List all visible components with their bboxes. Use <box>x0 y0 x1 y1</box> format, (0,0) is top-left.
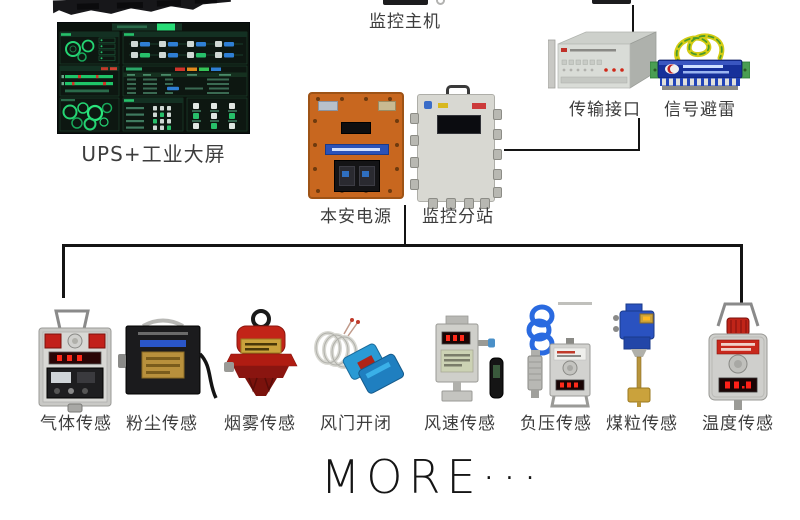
negative-pressure-sensor-label: 负压传感 <box>520 414 592 434</box>
host-device-fragment <box>383 0 428 5</box>
gas-sensor-label: 气体传感 <box>40 414 112 434</box>
connector-bus-right-drop <box>740 244 743 304</box>
temperature-sensor-label: 温度传感 <box>702 414 774 434</box>
air-door-sensor-label: 风门开闭 <box>320 414 392 434</box>
power-bolts <box>316 97 320 101</box>
dust-sensor-label: 粉尘传感 <box>126 414 198 434</box>
smoke-sensor-label: 烟雾传感 <box>224 414 296 434</box>
air-door-sensor-image <box>314 318 404 394</box>
gas-sensor-image <box>38 309 112 413</box>
substation-chip-red <box>472 103 486 109</box>
connector-bus-left-drop <box>62 244 65 298</box>
power-supply-image <box>308 92 404 199</box>
upper-device-fragment <box>592 0 631 4</box>
screen-label: UPS+工业大屏 <box>81 142 226 166</box>
wind-speed-sensor-label: 风速传感 <box>424 414 496 434</box>
temperature-sensor-image <box>708 302 768 410</box>
transmission-label: 传输接口 <box>569 100 641 120</box>
connector-substation-to-bus <box>404 205 406 246</box>
power-connector-panel <box>334 160 380 192</box>
host-label: 监控主机 <box>369 12 441 32</box>
smoke-sensor-image <box>224 309 298 396</box>
ups-server-image <box>52 0 231 15</box>
substation-image <box>410 94 502 209</box>
signal-arrester-image <box>650 33 750 90</box>
transmission-interface-image <box>548 31 657 89</box>
substation-chip-blue <box>424 101 432 109</box>
power-name-strip <box>325 144 389 155</box>
dust-sensor-image <box>118 318 218 399</box>
power-label: 本安电源 <box>320 207 392 227</box>
coal-particle-sensor-label: 煤粒传感 <box>606 414 678 434</box>
host-connector-fragment <box>436 0 445 5</box>
substation-display <box>437 115 481 134</box>
power-chip-left <box>318 101 338 111</box>
negative-pressure-sensor-image <box>526 302 592 408</box>
coal-particle-sensor-image <box>613 303 655 407</box>
power-display <box>341 122 371 134</box>
industrial-screen-image <box>57 22 250 134</box>
substation-chip-yellow <box>438 103 448 108</box>
power-chip-right <box>378 101 396 111</box>
connector-transmission-to-substation <box>504 149 640 151</box>
arrester-label: 信号避雷 <box>664 100 736 120</box>
more-text: MORE··· <box>320 450 544 504</box>
substation-handle <box>446 85 470 97</box>
connector-sensor-bus <box>62 244 743 247</box>
connector-host-to-transmission <box>632 5 634 36</box>
wind-speed-sensor-image <box>435 315 504 402</box>
connector-transmission-drop <box>638 118 640 151</box>
substation-label: 监控分站 <box>422 207 494 227</box>
